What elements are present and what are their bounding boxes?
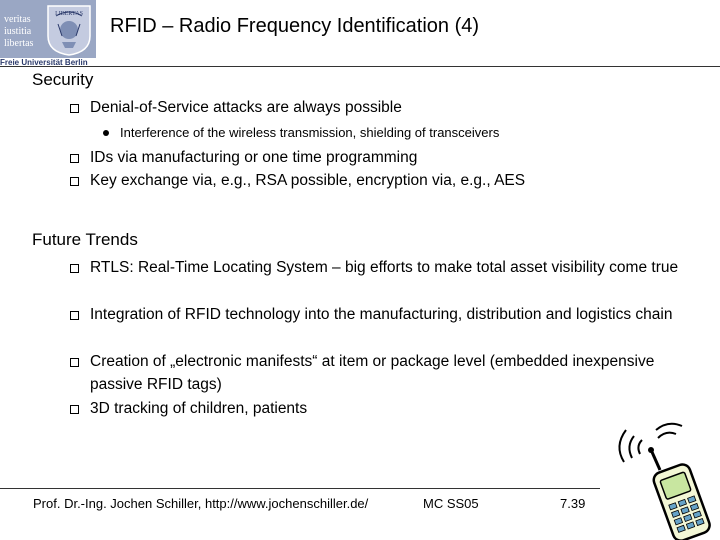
- footer-author: Prof. Dr.-Ing. Jochen Schiller, http://w…: [33, 496, 369, 511]
- logo-motto: veritas iustitia libertas: [4, 14, 33, 50]
- square-bullet-icon: [70, 104, 79, 113]
- square-bullet-icon: [70, 177, 79, 186]
- trends-item: Integration of RFID technology into the …: [90, 306, 673, 323]
- logo-word: veritas: [4, 14, 31, 25]
- square-bullet-icon: [70, 311, 79, 320]
- university-logo: veritas iustitia libertas LIBERTAS Freie…: [0, 0, 104, 70]
- round-bullet-icon: [103, 130, 109, 136]
- university-name: Freie Universität Berlin: [0, 58, 88, 67]
- square-bullet-icon: [70, 405, 79, 414]
- footer-divider: [0, 488, 600, 489]
- trends-item: RTLS: Real-Time Locating System – big ef…: [90, 259, 679, 276]
- security-subitem: Interference of the wireless transmissio…: [120, 125, 500, 140]
- seal-icon: LIBERTAS: [47, 5, 91, 56]
- mobile-phone-icon: [618, 422, 711, 540]
- logo-word: libertas: [4, 38, 34, 49]
- logo-word: iustitia: [4, 26, 32, 37]
- square-bullet-icon: [70, 264, 79, 273]
- security-heading: Security: [32, 70, 94, 89]
- footer-page-number: 7.39: [560, 496, 586, 511]
- seal-text: LIBERTAS: [55, 11, 83, 17]
- security-item: Key exchange via, e.g., RSA possible, en…: [90, 172, 526, 189]
- trends-item: Creation of „electronic manifests“ at it…: [90, 353, 655, 393]
- slide-title: RFID – Radio Frequency Identification (4…: [110, 15, 480, 37]
- security-item: IDs via manufacturing or one time progra…: [90, 149, 418, 166]
- footer-course: MC SS05: [423, 496, 479, 511]
- trends-item: 3D tracking of children, patients: [90, 400, 308, 417]
- title-divider: [0, 66, 720, 67]
- trends-heading: Future Trends: [32, 230, 138, 249]
- security-item: Denial-of-Service attacks are always pos…: [90, 99, 402, 116]
- square-bullet-icon: [70, 154, 79, 163]
- square-bullet-icon: [70, 358, 79, 367]
